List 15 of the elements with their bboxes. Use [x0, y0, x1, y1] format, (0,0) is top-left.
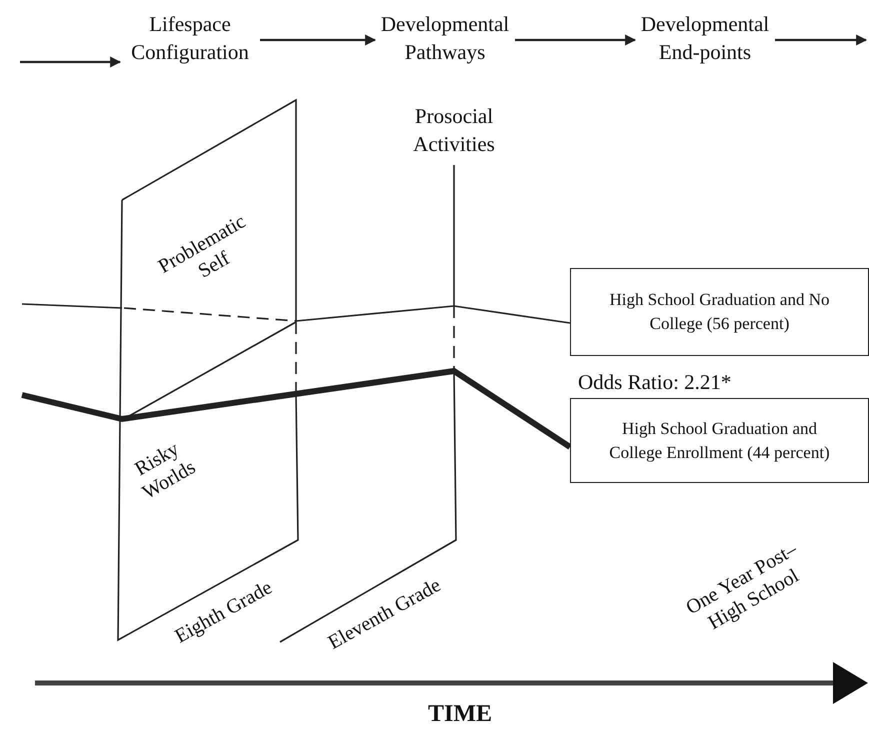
stage-heading: Lifespace Configuration — [120, 10, 260, 70]
pathway-line — [21, 368, 572, 450]
arrow — [20, 56, 122, 68]
outcome-box: High School Graduation and College Enrollment (44 percent) — [570, 398, 869, 483]
stage-heading: Developmental Pathways — [375, 10, 515, 70]
time-axis-label: TIME — [426, 700, 493, 728]
stage-heading: Developmental End-points — [635, 10, 775, 70]
arrow — [515, 34, 636, 46]
plane-label: Risky Worlds — [108, 424, 222, 522]
arrow — [775, 34, 868, 46]
pathway-line — [21, 303, 571, 324]
outcome-box: High School Graduation and No College (56 percent) — [570, 268, 869, 356]
arrow — [260, 34, 376, 46]
odds-ratio-label: Odds Ratio: 2.21* — [578, 369, 732, 396]
plane-heading: Prosocial Activities — [412, 103, 496, 158]
